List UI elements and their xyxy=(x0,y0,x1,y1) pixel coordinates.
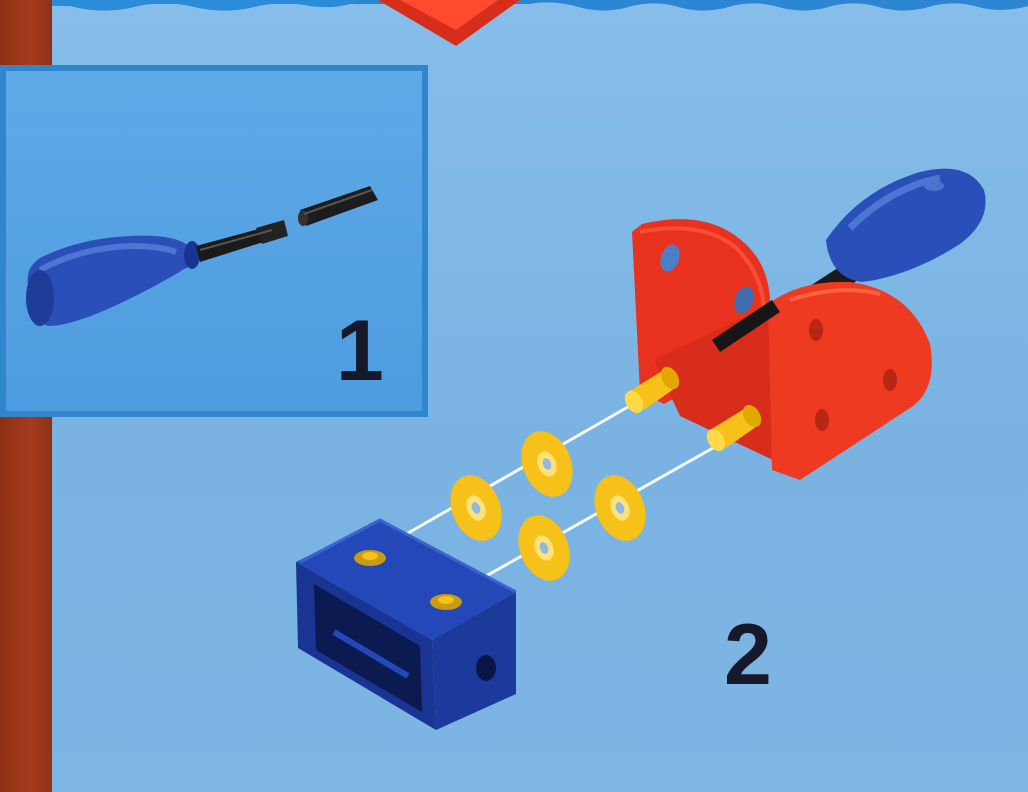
yellow-washer-icon xyxy=(585,467,655,548)
blue-block-icon xyxy=(296,520,516,730)
yellow-washer-icon xyxy=(509,507,579,588)
step-number: 2 xyxy=(724,612,772,698)
step-number: 1 xyxy=(336,308,384,394)
yellow-washer-icon xyxy=(512,423,582,504)
